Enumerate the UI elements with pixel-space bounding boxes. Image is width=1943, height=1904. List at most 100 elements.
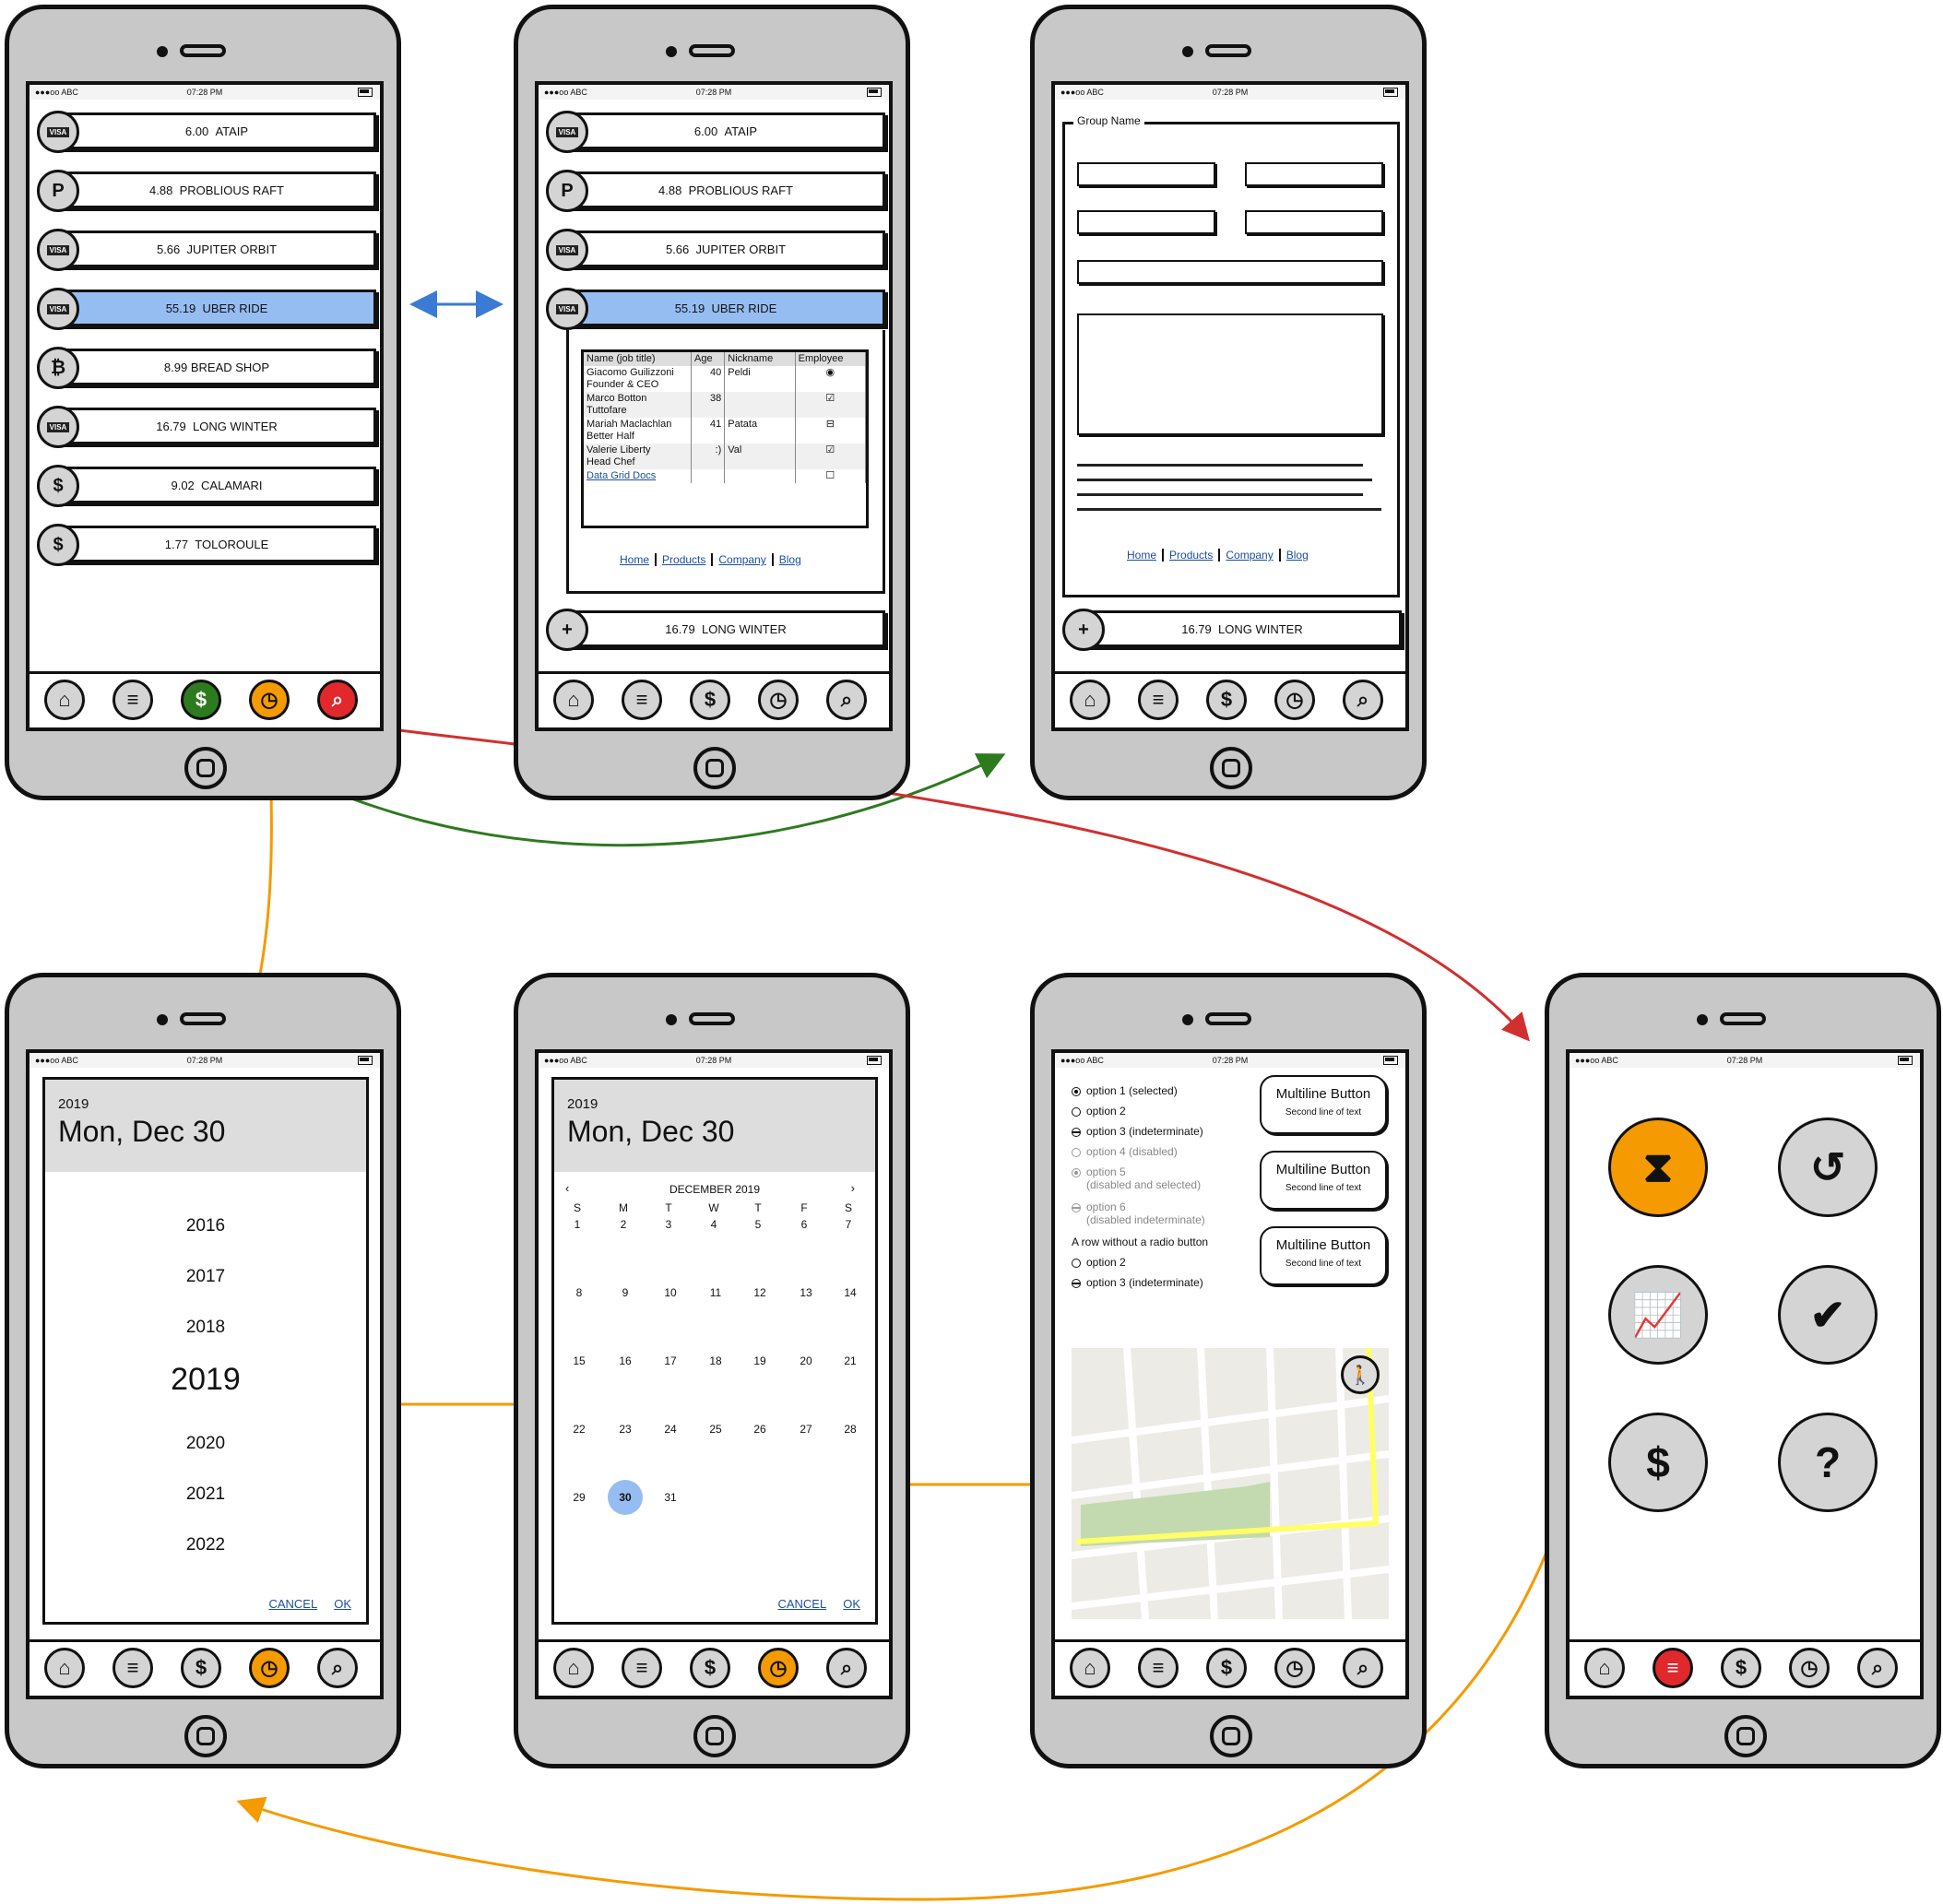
- year-option[interactable]: 2022: [185, 1535, 226, 1555]
- clock-icon[interactable]: ◷: [758, 680, 799, 720]
- calendar-day[interactable]: 10: [664, 1286, 677, 1299]
- search-icon[interactable]: ⌕: [1343, 1648, 1383, 1688]
- radio-option-3b[interactable]: option 3 (indeterminate): [1072, 1276, 1203, 1289]
- dollar-icon[interactable]: $: [181, 1648, 221, 1688]
- search-icon[interactable]: ⌕: [317, 680, 358, 720]
- link-blog[interactable]: Blog: [778, 553, 801, 566]
- history-icon[interactable]: ↺: [1778, 1118, 1878, 1217]
- text-field[interactable]: [1077, 260, 1383, 284]
- header-date[interactable]: Mon, Dec 30: [567, 1115, 735, 1148]
- radio-option-2[interactable]: option 2: [1072, 1105, 1126, 1118]
- home-icon[interactable]: ⌂: [553, 680, 594, 720]
- header-year[interactable]: 2019: [58, 1096, 89, 1112]
- clock-icon[interactable]: ◷: [249, 680, 290, 720]
- calendar-day[interactable]: 11: [709, 1286, 722, 1299]
- link-company[interactable]: Company: [1220, 549, 1281, 562]
- text-field[interactable]: [1245, 162, 1383, 186]
- map[interactable]: 🚶: [1072, 1348, 1389, 1619]
- calendar-day[interactable]: 1: [574, 1218, 581, 1231]
- header-year[interactable]: 2019: [567, 1096, 598, 1112]
- calendar-day[interactable]: 8: [575, 1286, 583, 1299]
- home-icon[interactable]: ⌂: [44, 1648, 85, 1688]
- calendar-day-selected[interactable]: 30: [608, 1480, 643, 1515]
- list-icon[interactable]: ≡: [113, 680, 153, 720]
- column-header-nickname[interactable]: Nickname: [724, 352, 796, 366]
- calendar-day[interactable]: 27: [800, 1423, 812, 1436]
- checkbox-indeterminate-icon[interactable]: ⊟: [795, 418, 867, 443]
- calendar-day[interactable]: 6: [800, 1218, 808, 1231]
- clock-icon[interactable]: ◷: [1274, 1648, 1315, 1688]
- home-button[interactable]: [184, 747, 227, 789]
- list-icon[interactable]: ≡: [622, 680, 662, 720]
- calendar-day[interactable]: 24: [664, 1423, 677, 1436]
- data-grid[interactable]: Name (job title) Age Nickname Employee G…: [581, 349, 869, 528]
- calendar-day[interactable]: 4: [710, 1218, 717, 1231]
- search-icon[interactable]: ⌕: [826, 1648, 867, 1688]
- calendar-day[interactable]: 26: [753, 1423, 766, 1436]
- column-header-age[interactable]: Age: [691, 352, 726, 366]
- calendar-day[interactable]: 17: [664, 1354, 677, 1367]
- person-icon[interactable]: 🚶: [1341, 1355, 1380, 1394]
- transaction-row[interactable]: 9.02 CALAMARI$: [37, 465, 376, 507]
- plus-icon[interactable]: +: [1062, 609, 1105, 651]
- calendar-day[interactable]: 15: [573, 1354, 586, 1367]
- year-option[interactable]: 2016: [185, 1216, 226, 1236]
- year-option-selected[interactable]: 2019: [171, 1362, 241, 1397]
- home-button[interactable]: [184, 1715, 227, 1757]
- calendar-day[interactable]: 25: [709, 1423, 722, 1436]
- dollar-icon[interactable]: $: [690, 1648, 730, 1688]
- calendar-day[interactable]: 31: [664, 1491, 677, 1504]
- list-icon[interactable]: ≡: [1653, 1648, 1693, 1688]
- clock-icon[interactable]: ◷: [1274, 680, 1315, 720]
- hourglass-icon[interactable]: ⧗: [1608, 1118, 1708, 1217]
- calendar-day[interactable]: 29: [573, 1491, 586, 1504]
- list-icon[interactable]: ≡: [622, 1648, 662, 1688]
- calendar-day[interactable]: 2: [620, 1218, 627, 1231]
- dollar-icon[interactable]: $: [690, 680, 730, 720]
- list-icon[interactable]: ≡: [113, 1648, 153, 1688]
- list-icon[interactable]: ≡: [1138, 1648, 1179, 1688]
- radio-icon[interactable]: ◉: [795, 366, 867, 392]
- link-products[interactable]: Products: [657, 553, 714, 566]
- dollar-icon[interactable]: $: [1721, 1648, 1761, 1688]
- chart-icon[interactable]: 📈: [1608, 1265, 1708, 1365]
- link-blog[interactable]: Blog: [1285, 549, 1309, 562]
- search-icon[interactable]: ⌕: [317, 1648, 358, 1688]
- calendar-day[interactable]: 28: [844, 1423, 857, 1436]
- calendar-day[interactable]: 5: [754, 1218, 762, 1231]
- home-button[interactable]: [1210, 1715, 1252, 1757]
- calendar-day[interactable]: 13: [800, 1286, 812, 1299]
- year-option[interactable]: 2020: [185, 1434, 226, 1453]
- home-icon[interactable]: ⌂: [1584, 1648, 1625, 1688]
- ok-button[interactable]: OK: [334, 1597, 351, 1611]
- calendar-day[interactable]: 19: [753, 1354, 766, 1367]
- next-month-icon[interactable]: ›: [850, 1181, 855, 1195]
- search-icon[interactable]: ⌕: [1343, 680, 1383, 720]
- list-icon[interactable]: ≡: [1138, 680, 1179, 720]
- calendar-day[interactable]: 21: [844, 1354, 857, 1367]
- calendar-day[interactable]: 16: [619, 1354, 632, 1367]
- dollar-icon[interactable]: $: [181, 680, 221, 720]
- link-home[interactable]: Home: [1121, 549, 1165, 562]
- link-company[interactable]: Company: [713, 553, 774, 566]
- calendar-day[interactable]: 23: [619, 1423, 632, 1436]
- header-date[interactable]: Mon, Dec 30: [58, 1115, 226, 1148]
- ok-button[interactable]: OK: [843, 1597, 860, 1611]
- year-option[interactable]: 2017: [185, 1267, 226, 1286]
- checkbox-icon[interactable]: ☑: [795, 392, 867, 418]
- search-icon[interactable]: ⌕: [1857, 1648, 1898, 1688]
- link-home[interactable]: Home: [614, 553, 658, 566]
- home-icon[interactable]: ⌂: [553, 1648, 594, 1688]
- calendar-day[interactable]: 22: [573, 1423, 586, 1436]
- dollar-icon[interactable]: $: [1206, 680, 1247, 720]
- calendar-day[interactable]: 20: [800, 1354, 812, 1367]
- calendar-day[interactable]: 12: [753, 1286, 766, 1299]
- home-button[interactable]: [1724, 1715, 1767, 1757]
